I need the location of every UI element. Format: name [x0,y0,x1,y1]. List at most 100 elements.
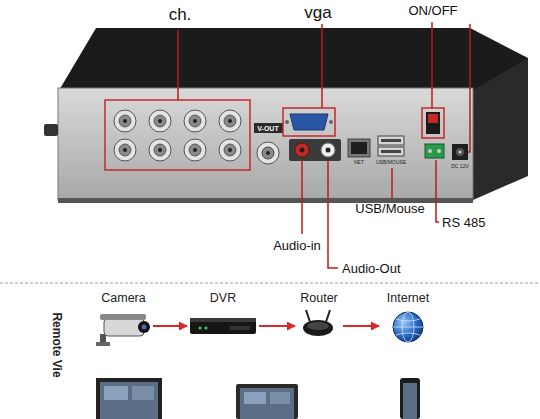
dvr-housing [58,28,528,92]
bnc-inputs [119,115,131,127]
dc-jack [456,148,464,156]
audio-connectors [321,143,335,157]
bnc-inputs [184,110,206,132]
flow-node: Camera [95,292,152,346]
flow-node: Router [296,292,342,346]
laptop-icon [236,384,298,419]
vga-connector [283,108,335,136]
desktop-icon [96,378,162,419]
bnc-inputs [158,119,162,123]
leader-lines [177,30,179,100]
dvr-housing [44,28,528,203]
dc-jack [452,144,468,160]
audio-connectors [289,139,341,161]
bnc-inputs [119,144,131,156]
flow-arrow [259,325,295,327]
leader-lines [178,22,470,268]
desktop-icon [96,378,162,419]
bnc-inputs [154,115,166,127]
audio-connectors [295,143,309,157]
leader-lines [391,168,393,198]
leader-lines [328,160,338,268]
camera-icon [142,325,147,330]
port-callout: vga [304,4,331,21]
dvr-icon [199,327,202,330]
globe-icon [393,312,423,342]
router-icon [303,320,333,336]
dvr-housing [58,88,473,200]
leader-lines [468,24,470,152]
audio-connectors [300,148,305,153]
leader-lines [436,160,439,222]
router-icon [303,310,333,336]
flow-node: DVR [188,292,258,346]
vout-connector [262,147,274,159]
rs485-terminal [428,149,432,153]
bnc-inputs [123,119,232,152]
bnc-inputs [114,139,136,161]
desktop-icon [100,382,158,419]
router-icon [307,322,329,330]
leader-lines [431,22,433,108]
usb-ports [381,150,401,153]
camera-icon [96,314,150,346]
net-port [348,139,370,157]
audio-connectors [326,148,331,153]
port-callout: RS 485 [442,216,485,229]
bnc-inputs [154,144,166,156]
vga-connector [283,108,335,136]
dvr-icon [205,327,208,330]
vout-connector [266,151,270,155]
bnc-inputs [105,100,250,170]
usb-ports [378,136,404,145]
dvr-icon [190,318,256,334]
port-marking: DC 12V [451,164,469,169]
port-callout: Audio-in [273,239,321,252]
port-marking: V-OUT [257,125,278,132]
camera-icon [138,321,150,333]
vout-connector [254,123,283,133]
phone-icon [400,378,420,419]
vga-connector [290,114,328,130]
usb-ports [378,147,404,156]
phone-icon [403,383,417,419]
port-callout: ON/OFF [408,4,457,17]
net-port [351,142,367,154]
bnc-inputs [224,115,236,127]
bnc-inputs [149,110,171,132]
desktop-icon [132,386,154,400]
router-icon [326,310,330,322]
bnc-inputs [219,110,241,132]
desktop-icon [104,386,128,400]
bnc-inputs [158,148,162,152]
camera-icon [96,342,110,346]
power-switch [428,114,438,123]
bnc-inputs [119,115,236,156]
bnc-inputs [149,139,171,161]
bnc-inputs [224,144,236,156]
flow-arrow [153,325,187,327]
vga-connector [329,120,333,124]
bnc-inputs [123,119,127,123]
dvr-icon [190,318,256,322]
bnc-inputs [189,115,201,127]
port-marking: NET [354,160,364,165]
bnc-inputs [123,148,127,152]
power-switch [422,108,444,138]
globe-icon [393,327,423,328]
power-switch [422,108,444,138]
bnc-inputs [114,110,241,161]
audio-connectors [289,139,341,161]
camera-icon [100,314,146,320]
bnc-inputs [219,139,241,161]
globe-icon [393,312,423,342]
dc-jack [459,151,462,154]
power-switch [426,112,440,134]
dvr-icon [190,318,256,334]
usb-ports [381,139,401,142]
bnc-inputs [184,139,206,161]
laptop-icon [244,392,266,404]
bnc-inputs [228,148,232,152]
